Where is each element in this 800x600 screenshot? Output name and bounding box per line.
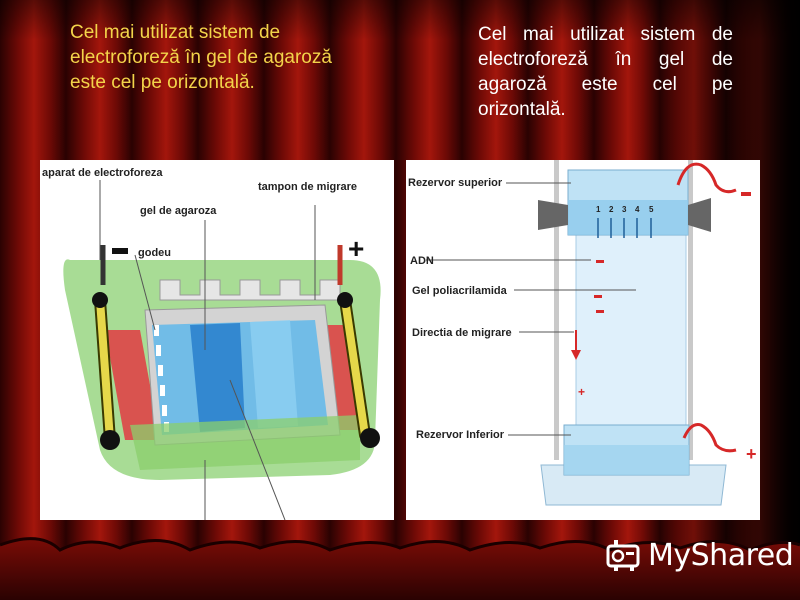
label-apparatus: aparat de electroforeza [42,167,163,179]
label-lower-reservoir: Rezervor Inferior [416,429,505,441]
well-number-2: 2 [609,205,614,214]
plus-sign-left: + [348,233,364,264]
well-number-1: 1 [596,205,601,214]
well-number-3: 3 [622,205,627,214]
minus-sign-left [112,248,128,254]
curtain-drape [0,537,800,600]
well-number-4: 4 [635,205,640,214]
svg-text:+: + [578,385,585,399]
label-buffer: tampon de migrare [258,181,357,193]
vertical-electrophoresis-diagram: 1 2 3 4 5 + + [406,160,760,520]
label-gel-polyacrylamide: Gel poliacrilamida [412,285,508,297]
text-left: Cel mai utilizat sistem de electroforeză… [70,22,332,93]
label-dna: ADN [410,255,434,267]
projector-icon [606,540,640,571]
label-well: godeu [138,247,171,259]
label-migration-direction: Directia de migrare [412,327,512,339]
label-upper-reservoir: Rezervor superior [408,177,503,189]
minus-sign-right [741,192,751,196]
text-right: Cel mai utilizat sistem de electroforeză… [478,24,733,120]
logo-text: MyShared [648,537,794,573]
horizontal-electrophoresis-diagram: + aparat de electroforeza tampon de migr… [40,160,394,520]
well-number-5: 5 [649,205,654,214]
plus-sign-right: + [746,444,757,464]
label-gel: gel de agaroza [140,205,217,217]
myshared-logo: MyShared [606,536,794,574]
